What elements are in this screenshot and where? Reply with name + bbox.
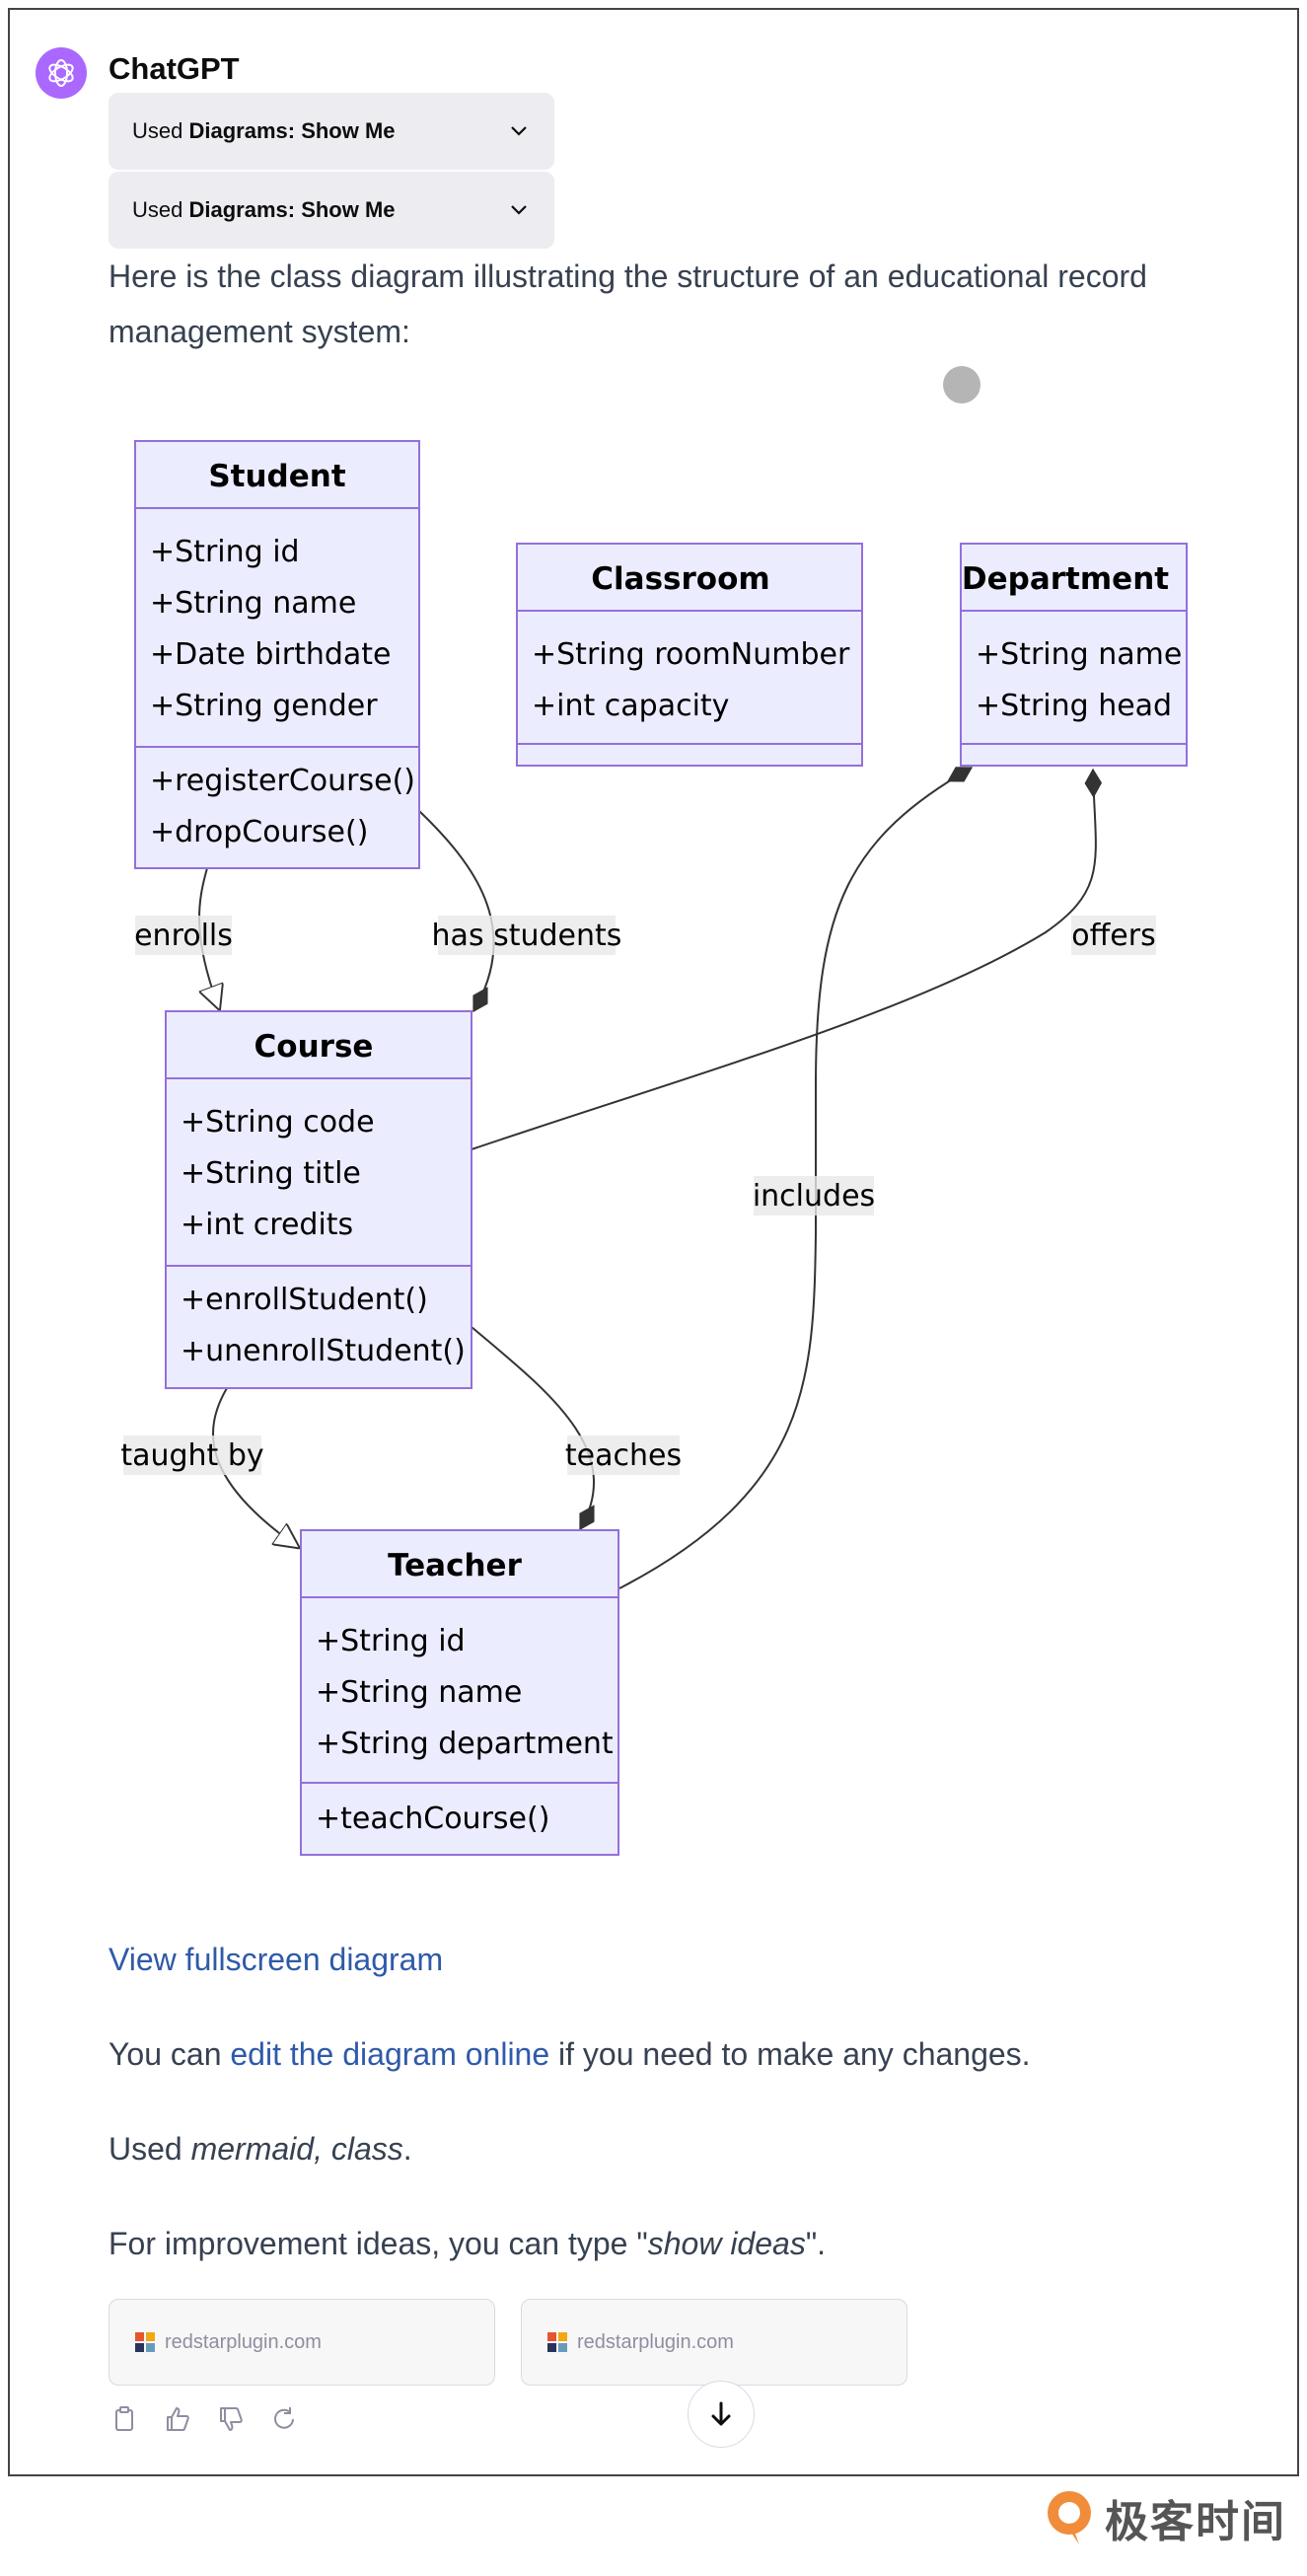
author-name: ChatGPT — [109, 51, 240, 86]
geekbang-logo-icon — [1048, 2491, 1091, 2544]
relation-includes-line — [618, 767, 974, 1589]
class-attribute: +String name — [316, 1675, 522, 1710]
class-attribute: +String name — [976, 637, 1182, 672]
class-method: +teachCourse() — [316, 1802, 549, 1836]
openai-logo-icon — [48, 59, 74, 87]
plugin-favicon-icon — [547, 2332, 567, 2352]
svg-text:includes: includes — [753, 1179, 875, 1214]
class-attribute: +String gender — [150, 689, 378, 723]
source-card[interactable]: redstarplugin.com — [109, 2299, 495, 2386]
chatgpt-avatar — [36, 47, 87, 99]
class-method: +dropCourse() — [150, 815, 368, 849]
class-attribute: +String roomNumber — [532, 637, 850, 672]
class-name: Teacher — [388, 1548, 522, 1583]
edit-diagram-text: You can edit the diagram online if you n… — [109, 2036, 1031, 2072]
class-attribute: +int credits — [181, 1208, 353, 1242]
arrow-down-icon — [711, 2401, 731, 2426]
class-method: +unenrollStudent() — [181, 1334, 466, 1368]
class-course: Course +String code +String title +int c… — [165, 1010, 472, 1389]
class-attribute: +String id — [316, 1624, 466, 1658]
svg-text:teaches: teaches — [565, 1438, 682, 1473]
class-teacher: Teacher +String id +String name +String … — [300, 1529, 619, 1856]
relation-label: teaches — [565, 1435, 682, 1475]
class-method: +registerCourse() — [150, 764, 415, 798]
svg-text:taught by: taught by — [120, 1438, 263, 1473]
relation-teaches-line — [471, 1326, 595, 1531]
tool-call-toggle[interactable]: Used Diagrams: Show Me — [109, 93, 554, 170]
svg-text:enrolls: enrolls — [134, 919, 233, 953]
class-method: +enrollStudent() — [181, 1283, 428, 1317]
relation-label: enrolls — [134, 916, 233, 955]
view-fullscreen-link[interactable]: View fullscreen diagram — [109, 1942, 444, 1977]
relation-has-students-line — [418, 810, 495, 1013]
loading-indicator — [943, 366, 980, 404]
copy-icon[interactable] — [109, 2403, 140, 2435]
relation-label: offers — [1071, 916, 1156, 955]
class-attribute: +int capacity — [532, 689, 729, 723]
regenerate-icon[interactable] — [268, 2403, 300, 2435]
message-actions — [109, 2403, 300, 2435]
class-diagram[interactable]: enrolls has students offers includes tau… — [0, 0, 1307, 1875]
source-card[interactable]: redstarplugin.com — [521, 2299, 908, 2386]
class-name: Student — [208, 459, 345, 494]
tool-call-toggle[interactable]: Used Diagrams: Show Me — [109, 172, 554, 249]
relation-label: taught by — [120, 1435, 264, 1475]
scroll-to-bottom-button[interactable] — [688, 2381, 755, 2448]
relation-label: has students — [432, 916, 622, 955]
class-student: Student +String id +String name +Date bi… — [134, 440, 420, 869]
source-domain: redstarplugin.com — [165, 2330, 322, 2353]
used-tools-text: Used mermaid, class. — [109, 2131, 412, 2167]
tool-call-label: Used Diagrams: Show Me — [132, 118, 396, 143]
class-department: Department +String name +String head — [960, 543, 1188, 767]
svg-text:offers: offers — [1071, 919, 1155, 953]
class-attribute: +Date birthdate — [150, 637, 392, 672]
relation-label: includes — [753, 1176, 875, 1215]
thumbs-down-icon[interactable] — [215, 2403, 247, 2435]
class-name: Course — [254, 1029, 374, 1065]
plugin-favicon-icon — [135, 2332, 155, 2352]
class-attribute: +String head — [976, 689, 1172, 723]
class-name: Classroom — [591, 561, 769, 597]
thumbs-up-icon[interactable] — [162, 2403, 193, 2435]
class-attribute: +String department — [316, 1727, 614, 1761]
class-attribute: +String code — [181, 1105, 375, 1140]
intro-text: Here is the class diagram illustrating t… — [109, 258, 1147, 349]
source-domain: redstarplugin.com — [577, 2330, 734, 2353]
edit-diagram-link[interactable]: edit the diagram online — [230, 2036, 550, 2072]
svg-text:has students: has students — [432, 919, 622, 953]
class-attribute: +String title — [181, 1156, 361, 1191]
class-attribute: +String name — [150, 586, 356, 621]
tool-call-label: Used Diagrams: Show Me — [132, 197, 396, 222]
class-name: Department — [962, 561, 1169, 597]
class-classroom: Classroom +String roomNumber +int capaci… — [516, 543, 863, 767]
chevron-down-icon — [511, 205, 527, 215]
class-attribute: +String id — [150, 535, 300, 569]
chevron-down-icon — [511, 126, 527, 136]
watermark: 极客时间 — [1042, 2486, 1286, 2549]
improvement-ideas-text: For improvement ideas, you can type "sho… — [109, 2226, 827, 2261]
relation-offers-line — [471, 768, 1103, 1150]
